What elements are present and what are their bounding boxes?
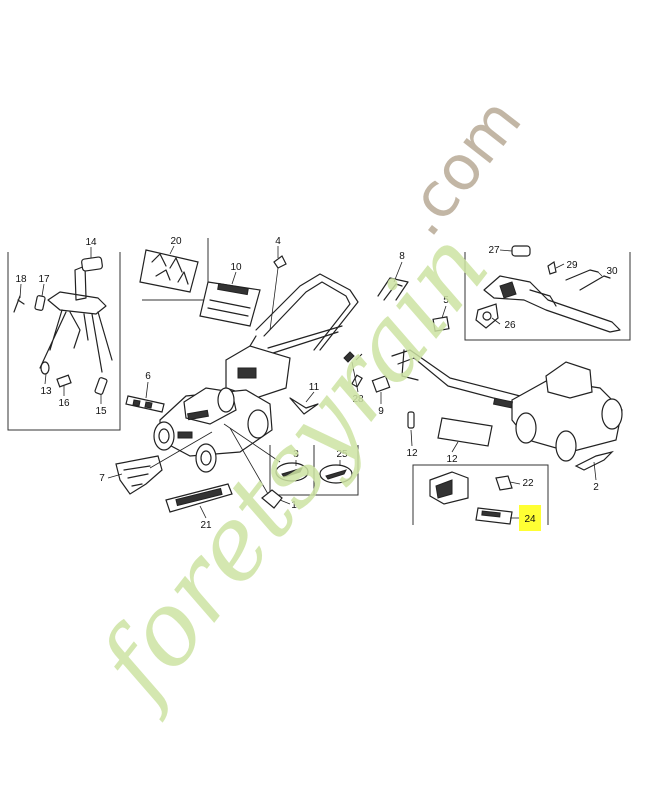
- label-part-16[interactable]: 15: [95, 406, 107, 417]
- label-part-25[interactable]: 25: [336, 449, 348, 460]
- label-part-13[interactable]: 12: [406, 448, 418, 459]
- grip-assembly-drawing: [39, 265, 113, 373]
- label-part-9[interactable]: 9: [378, 406, 384, 417]
- label-part-29[interactable]: 29: [566, 260, 578, 271]
- part-21-decal: [165, 483, 233, 513]
- mower-side-drawing: [391, 349, 623, 462]
- part-30-shape: [565, 269, 611, 291]
- label-part-14[interactable]: 13: [40, 386, 52, 397]
- label-part-26[interactable]: 26: [504, 320, 516, 331]
- part-12-shape: [437, 417, 493, 447]
- part-15-shape: [81, 256, 103, 272]
- part-14-shape: [40, 361, 50, 375]
- detail-frame-left: [7, 252, 121, 431]
- part-24-decal: [475, 507, 513, 525]
- label-part-10[interactable]: 10: [230, 262, 242, 273]
- cover-detail-drawing: [429, 471, 469, 505]
- part-29-shape: [547, 261, 557, 275]
- part-13-shape: [407, 411, 415, 429]
- label-part-18[interactable]: 17: [38, 274, 50, 285]
- label-part-19[interactable]: 18: [15, 274, 27, 285]
- part-4-shape: [273, 255, 287, 269]
- label-part-24[interactable]: 24: [524, 514, 536, 525]
- label-part-1[interactable]: 1: [291, 500, 297, 511]
- label-part-20[interactable]: 20: [170, 236, 182, 247]
- part-9-shape: [371, 375, 391, 393]
- part-7-decal: [115, 455, 163, 495]
- label-part-5[interactable]: 5: [443, 295, 449, 306]
- part-8-shape: [377, 277, 409, 301]
- part-22-shape: [495, 475, 513, 491]
- label-part-12[interactable]: 12: [446, 454, 458, 465]
- label-part-11[interactable]: 11: [309, 382, 320, 393]
- detail-frame-bottom-right: [412, 464, 549, 525]
- part-27-shape: [511, 245, 531, 257]
- label-part-22[interactable]: 22: [522, 478, 534, 489]
- part-1-shape: [261, 489, 283, 509]
- leader-lines: [19, 245, 603, 519]
- part-19-shape: [13, 295, 25, 313]
- part-11-shape: [289, 397, 319, 415]
- part-10-decal: [199, 281, 261, 327]
- label-part-4[interactable]: 4: [275, 236, 281, 247]
- part-5-shape: [432, 316, 450, 332]
- highlight-part-24: [519, 505, 541, 531]
- part-6-decal: [125, 395, 165, 413]
- part-28-shape: [343, 351, 363, 363]
- part-26-shape: [475, 303, 499, 329]
- label-part-15[interactable]: 14: [85, 237, 97, 248]
- part-number-labels: 14 18 17 13 16 15 20 10 4 6 7 21 1 3 25 …: [15, 236, 618, 531]
- part-2-shape: [574, 450, 614, 471]
- label-part-21[interactable]: 21: [200, 520, 212, 531]
- part-17-shape: [56, 374, 72, 388]
- part-16-shape: [94, 377, 108, 395]
- label-part-7[interactable]: 7: [99, 473, 105, 484]
- label-part-27[interactable]: 27: [488, 245, 500, 256]
- mower-main-drawing: [153, 273, 359, 473]
- label-part-3[interactable]: 3: [293, 449, 299, 460]
- throttle-detail-drawing: [483, 275, 621, 333]
- part-20-decal: [139, 249, 199, 293]
- label-part-17[interactable]: 16: [58, 398, 70, 409]
- label-part-30[interactable]: 30: [606, 266, 618, 277]
- part-18-shape: [34, 295, 46, 311]
- label-part-28[interactable]: 28: [352, 394, 364, 405]
- label-part-6[interactable]: 6: [145, 371, 151, 382]
- label-part-8[interactable]: 8: [399, 251, 405, 262]
- label-part-2[interactable]: 2: [593, 482, 599, 493]
- detail-frame-decals-3-25: [269, 445, 359, 496]
- detail-frame-top-right: [464, 252, 631, 341]
